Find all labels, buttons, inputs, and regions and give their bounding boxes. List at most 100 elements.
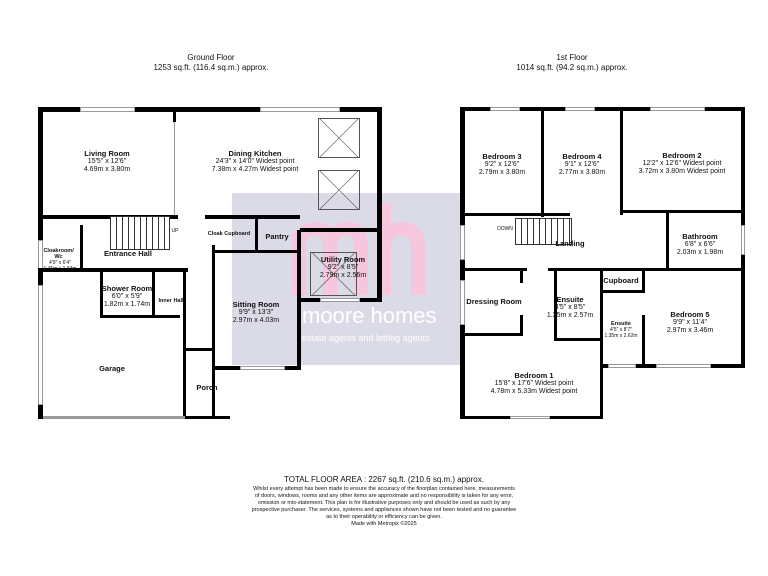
room-dressing-room: Dressing Room bbox=[466, 298, 521, 306]
text: 2.03m x 1.98m bbox=[676, 249, 724, 256]
room-porch: Porch bbox=[196, 384, 217, 392]
text: 1.35m x 2.62m bbox=[604, 333, 638, 339]
text: 1.82m x 1.74m bbox=[103, 301, 151, 308]
window bbox=[510, 416, 550, 419]
text: 3.72m x 3.80m Widest point bbox=[638, 168, 726, 175]
text: Bedroom 3 bbox=[482, 152, 522, 161]
first-floor-title: 1st Floor bbox=[556, 53, 588, 62]
wall bbox=[300, 228, 380, 232]
wall bbox=[185, 416, 230, 419]
text: 15'5" x 12'6" bbox=[87, 158, 127, 165]
text: Dressing Room bbox=[466, 297, 522, 306]
text: 15'8" x 17'6" Widest point bbox=[494, 380, 574, 387]
watermark: moore homes estate agents and letting ag… bbox=[232, 193, 462, 365]
first-stairs bbox=[515, 218, 572, 245]
wall bbox=[297, 230, 301, 370]
window bbox=[608, 364, 636, 368]
room-cupboard: Cupboard bbox=[603, 277, 638, 285]
window bbox=[260, 107, 340, 112]
text: Cloakroom/ Wc bbox=[43, 248, 74, 260]
wall bbox=[460, 333, 523, 336]
text: Inner Hall bbox=[158, 298, 184, 304]
total-floor-area: TOTAL FLOOR AREA : 2267 sq.ft. (210.6 sq… bbox=[284, 475, 484, 484]
text: Bedroom 1 bbox=[514, 371, 554, 380]
text: 9'2" x 8'5" bbox=[327, 264, 359, 271]
text: of doors, windows, rooms and any other i… bbox=[254, 493, 514, 499]
text: 2.97m x 3.46m bbox=[666, 327, 714, 334]
window bbox=[38, 240, 43, 270]
text: 2.79m x 2.56m bbox=[319, 272, 367, 279]
wall bbox=[460, 107, 465, 419]
first-floor-header: 1st Floor 1014 sq.ft. (94.2 sq.m.) appro… bbox=[516, 53, 627, 73]
text: 6'8" x 6'6" bbox=[684, 241, 716, 248]
text: Ensuite bbox=[556, 295, 584, 304]
text: 24'3" x 14'0" Widest point bbox=[215, 158, 295, 165]
wall bbox=[600, 268, 603, 419]
wall bbox=[38, 107, 380, 112]
window bbox=[650, 107, 705, 111]
text: 4.69m x 3.80m bbox=[83, 166, 131, 173]
text: Landing bbox=[555, 239, 585, 248]
text: Bedroom 4 bbox=[562, 152, 602, 161]
text: Utility Room bbox=[320, 255, 366, 264]
text: Shower Room bbox=[101, 284, 153, 293]
wall bbox=[255, 215, 258, 250]
text: Bedroom 2 bbox=[662, 151, 702, 160]
text: Bathroom bbox=[682, 232, 718, 241]
skylight-icon bbox=[318, 170, 360, 210]
window bbox=[240, 366, 285, 370]
text: Dining Kitchen bbox=[228, 149, 282, 158]
wall bbox=[174, 122, 175, 217]
text: 4'5" x 8'7" bbox=[610, 327, 632, 333]
text: Pantry bbox=[265, 232, 289, 241]
wall bbox=[666, 268, 742, 271]
wall bbox=[152, 272, 155, 317]
text: 2.79m x 3.80m bbox=[478, 169, 526, 176]
text: 4.78m x 5.33m Widest point bbox=[490, 388, 578, 395]
room-inner-hall: Inner Hall bbox=[158, 298, 183, 304]
text: Living Room bbox=[84, 149, 130, 158]
wall bbox=[666, 210, 669, 270]
text: Cloak Cupboard bbox=[207, 231, 251, 237]
room-garage: Garage bbox=[99, 365, 125, 373]
text: 4'9" x 6'4" bbox=[49, 260, 71, 266]
text: 6'0" x 5'9" bbox=[111, 293, 143, 300]
window bbox=[460, 280, 465, 325]
window bbox=[38, 285, 43, 405]
text: prospective purchaser. The services, sys… bbox=[251, 507, 517, 513]
wall bbox=[600, 290, 642, 293]
watermark-tagline: estate agents and letting agents bbox=[302, 333, 430, 343]
text: 2.77m x 3.80m bbox=[558, 169, 606, 176]
made-with-credit: Made with Metropix ©2025 bbox=[351, 521, 417, 527]
room-entrance-hall: Entrance Hall bbox=[104, 250, 152, 258]
stairs-up-label: UP bbox=[171, 228, 179, 234]
wall bbox=[554, 268, 557, 340]
wall bbox=[620, 107, 623, 215]
text: Bedroom 5 bbox=[670, 310, 710, 319]
text: 7.38m x 4.27m Widest point bbox=[211, 166, 299, 173]
wall bbox=[460, 213, 570, 216]
disclaimer: Whilst every attempt has been made to en… bbox=[252, 486, 517, 528]
ground-stairs bbox=[110, 216, 170, 250]
wall bbox=[212, 250, 300, 253]
wall bbox=[183, 348, 213, 351]
window bbox=[490, 107, 520, 111]
window bbox=[320, 298, 360, 302]
text: Entrance Hall bbox=[104, 249, 152, 258]
first-floor-area: 1014 sq.ft. (94.2 sq.m.) approx. bbox=[516, 63, 628, 72]
text: Ensuite bbox=[611, 321, 631, 327]
room-pantry: Pantry bbox=[265, 233, 288, 241]
wall bbox=[460, 107, 745, 111]
text: 9'1" x 12'6" bbox=[564, 161, 600, 168]
watermark-name: moore homes bbox=[302, 303, 437, 328]
wall bbox=[377, 107, 382, 302]
